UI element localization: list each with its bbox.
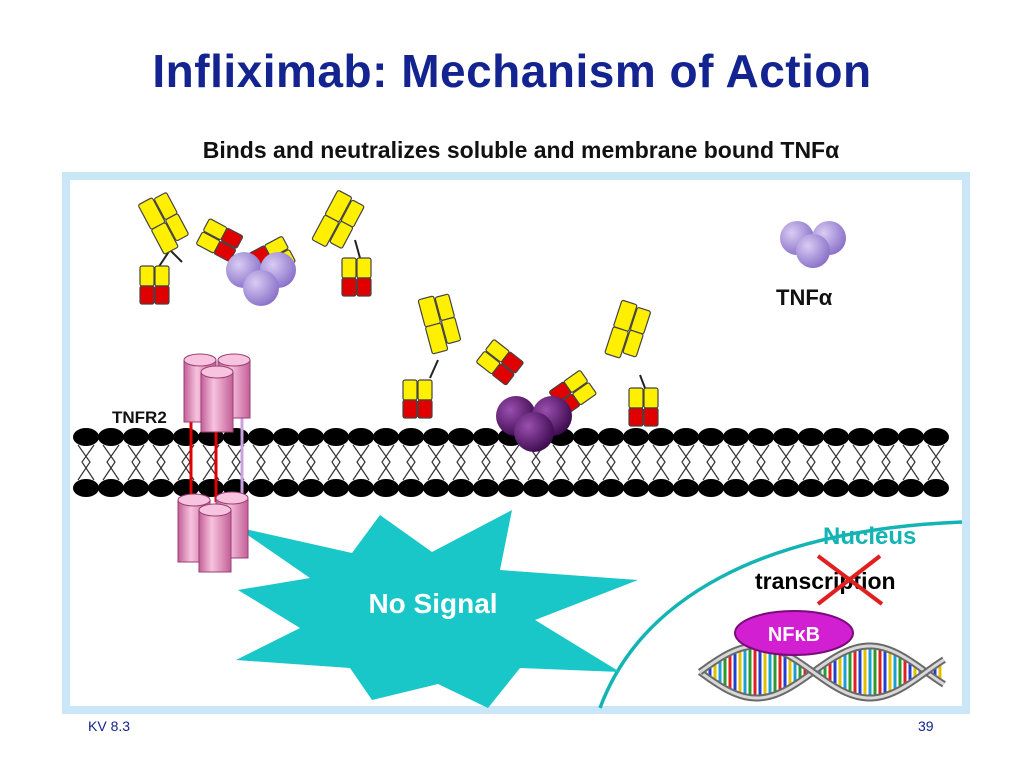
page-number: 39 [918,718,934,734]
no-signal-label: No Signal [368,588,497,619]
no-signal-starburst [236,510,638,708]
footer-left: KV 8.3 [88,718,131,734]
antibody-complex-soluble [137,189,372,306]
blocked-cross-icon [816,554,884,606]
tnfr2-label: TNFR2 [112,408,167,427]
slide-subtitle: Binds and neutralizes soluble and membra… [202,137,840,163]
nucleus-label: Nucleus [823,523,916,550]
transcription-label: transcription [755,568,896,594]
nfkb-oval [734,610,854,656]
soluble-tnf [780,221,846,268]
dna-helix [697,642,946,702]
tnfr2-receptor [177,353,251,573]
tnf-label: TNFα [776,285,833,310]
nfkb-label: NFκB [768,624,820,646]
nucleus-boundary [598,520,963,709]
antibody-complex-membrane [402,291,659,452]
slide-title: Infliximab: Mechanism of Action [152,45,872,97]
